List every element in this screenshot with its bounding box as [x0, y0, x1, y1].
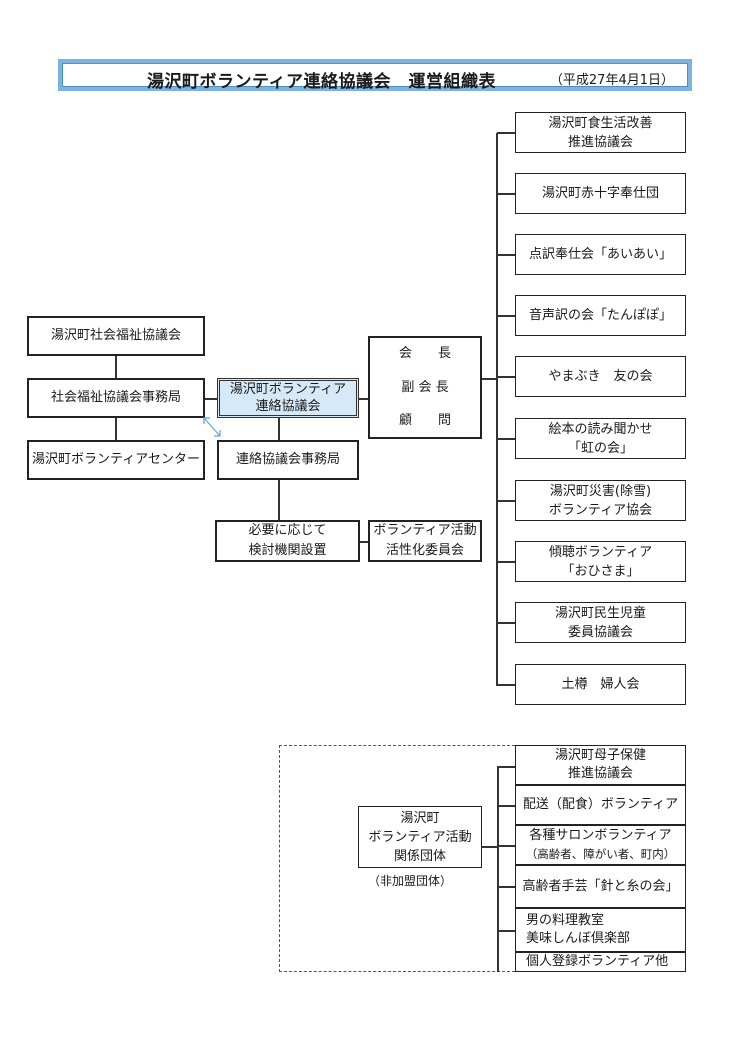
connector: [359, 398, 368, 400]
member-spine: [496, 133, 498, 686]
related-group-node: 各種サロンボランティア （高齢者、障がい者、町内）: [515, 825, 686, 865]
connector: [360, 541, 368, 543]
member-group-node: 湯沢町民生児童委員協議会: [515, 602, 686, 643]
node-label: 委員協議会: [567, 624, 633, 640]
connector: [482, 846, 497, 848]
related-group-node: 湯沢町母子保健推進協議会: [515, 745, 686, 785]
node-label: 美味しんぼ倶楽部: [526, 931, 631, 946]
non-member-note: （非加盟団体）: [368, 874, 453, 888]
node-label: 個人登録ボランティア他: [526, 954, 669, 969]
officer-vice-chair: 副 会 長: [401, 379, 449, 395]
node-label: 連絡協議会事務局: [235, 452, 340, 467]
node-label: 配送（配食）ボランティア: [522, 797, 679, 812]
connector: [497, 561, 515, 563]
node-label: 推進協議会: [567, 134, 633, 150]
member-group-node: 土樽 婦人会: [515, 664, 686, 705]
connector: [278, 480, 280, 520]
connector: [278, 418, 280, 440]
related-dashed-frame: [279, 745, 515, 972]
node-label: （高齢者、障がい者、町内）: [525, 847, 676, 861]
connector: [497, 132, 515, 134]
member-group-node: 湯沢町赤十字奉仕団: [515, 173, 686, 214]
node-label: 連絡協議会: [255, 399, 321, 414]
node-label: 点訳奉仕会「あいあい」: [528, 247, 672, 262]
connector: [497, 930, 515, 932]
node-label: 湯沢町社会福祉協議会: [50, 328, 181, 343]
member-group-node: 湯沢町食生活改善推進協議会: [515, 112, 686, 153]
node-label: 湯沢町: [400, 810, 440, 826]
connector: [115, 356, 117, 378]
node-label: 湯沢町食生活改善: [548, 115, 653, 131]
title-bar: 湯沢町ボランティア連絡協議会 運営組織表 （平成27年4月1日）: [58, 59, 692, 92]
title-date: （平成27年4月1日）: [549, 73, 674, 88]
node-label: 音声訳の会「たんぽぽ」: [528, 308, 672, 323]
connector: [497, 500, 515, 502]
node-label: 関係団体: [393, 848, 446, 864]
node-social-welfare-council: 湯沢町社会福祉協議会: [27, 316, 205, 356]
connector: [497, 193, 515, 195]
node-label: 湯沢町災害(除雪): [549, 483, 652, 499]
related-group-node: 男の料理教室美味しんぼ倶楽部: [515, 908, 686, 952]
node-label: ボランティア活動: [373, 523, 477, 538]
node-volunteer-liaison-council: 湯沢町ボランティア 連絡協議会: [217, 378, 359, 418]
node-label: ボランティア活動: [368, 829, 472, 845]
node-label: 推進協議会: [567, 766, 633, 781]
connector: [497, 845, 515, 847]
page-title: 湯沢町ボランティア連絡協議会 運営組織表: [147, 72, 496, 92]
officer-advisor: 顧 問: [398, 413, 451, 428]
member-group-node: 絵本の読み聞かせ「虹の会」: [515, 418, 686, 459]
node-label: 「虹の会」: [567, 440, 633, 456]
connector: [205, 398, 217, 400]
node-label: 「おひさま」: [561, 563, 640, 579]
member-group-node: 点訳奉仕会「あいあい」: [515, 234, 686, 275]
node-label: 湯沢町母子保健: [554, 748, 646, 763]
node-activation-committee: ボランティア活動 活性化委員会: [368, 520, 482, 562]
connector: [497, 254, 515, 256]
connector: [497, 805, 515, 807]
connector: [497, 315, 515, 317]
connector: [497, 684, 515, 686]
connector: [497, 376, 515, 378]
connector: [497, 886, 515, 888]
officer-chair: 会 長: [398, 346, 451, 361]
connector: [497, 766, 515, 768]
node-officers: 会 長 副 会 長 顧 問: [368, 336, 482, 439]
member-group-node: 湯沢町災害(除雪) ボランティア協会: [515, 480, 686, 521]
double-arrow-icon: [203, 417, 221, 437]
related-group-node: 高齢者手芸「針と糸の会」: [515, 865, 686, 908]
node-label: 各種サロンボランティア: [529, 828, 672, 843]
node-label: 湯沢町ボランティア: [229, 382, 347, 397]
node-welfare-secretariat: 社会福祉協議会事務局: [27, 378, 205, 418]
related-spine: [497, 766, 499, 972]
node-label: 湯沢町ボランティアセンター: [32, 452, 200, 467]
node-label: 傾聴ボランティア: [548, 544, 653, 560]
node-review-body: 必要に応じて 検討機関設置: [215, 520, 360, 562]
node-liaison-office: 連絡協議会事務局: [217, 440, 359, 480]
node-label: 必要に応じて: [248, 523, 327, 538]
node-label: 湯沢町赤十字奉仕団: [541, 186, 659, 201]
node-related-hub: 湯沢町 ボランティア活動 関係団体: [358, 806, 482, 868]
node-label: 社会福祉協議会事務局: [50, 390, 181, 405]
connector: [482, 378, 497, 380]
node-label: 土樽 婦人会: [561, 677, 640, 692]
connector: [497, 622, 515, 624]
connector: [497, 438, 515, 440]
related-group-node: 配送（配食）ボランティア: [515, 785, 686, 825]
node-label: ボランティア協会: [548, 502, 653, 518]
node-label: 高齢者手芸「針と糸の会」: [522, 878, 679, 894]
node-label: 絵本の読み聞かせ: [548, 421, 653, 437]
node-label: 男の料理教室: [526, 913, 605, 928]
node-label: 活性化委員会: [385, 543, 464, 558]
related-group-node: 個人登録ボランティア他: [515, 952, 686, 972]
member-group-node: 音声訳の会「たんぽぽ」: [515, 295, 686, 336]
node-label: 湯沢町民生児童: [554, 605, 646, 621]
member-group-node: 傾聴ボランティア「おひさま」: [515, 541, 686, 582]
node-label: やまぶき 友の会: [548, 369, 653, 384]
node-label: 検討機関設置: [248, 543, 327, 558]
member-group-node: やまぶき 友の会: [515, 356, 686, 397]
node-volunteer-center: 湯沢町ボランティアセンター: [27, 440, 205, 480]
connector: [115, 418, 117, 440]
